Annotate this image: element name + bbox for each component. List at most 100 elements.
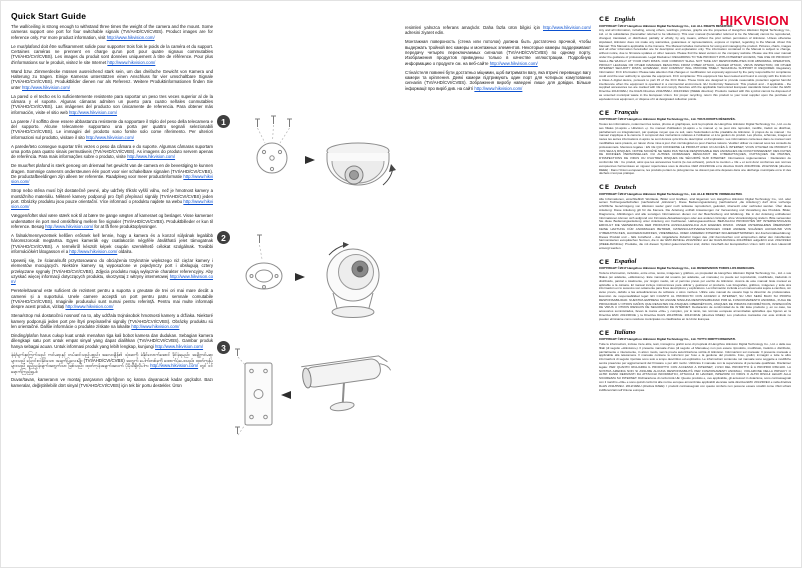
page-title: Quick Start Guide: [11, 11, 87, 21]
step-number-badge: 1: [217, 115, 230, 128]
notice-text: A falnak/mennyezetnek kellően erősnek ke…: [11, 232, 213, 254]
direction-arrow-icon: [295, 273, 305, 281]
direction-arrow-icon: [305, 156, 315, 164]
hikvision-link[interactable]: http://www.hikvision.com/: [69, 109, 118, 115]
notice-tr-continued: resimleri yalnızca referans amaçlıdır. D…: [405, 25, 591, 36]
notice-pt: A parede/teto consegue suportar três vez…: [11, 144, 213, 160]
hikvision-link[interactable]: http://www.hikvision.com/: [127, 154, 176, 160]
notice-text: The wall/ceiling is strong enough to wit…: [11, 24, 213, 40]
mount-plate-icon: [245, 262, 283, 290]
hikvision-link[interactable]: http://www.hikvision.com/: [11, 199, 213, 210]
notice-text: Stena/strop má dostatočnú nosnosť na to,…: [11, 313, 213, 329]
legal-section-header: CE Français: [599, 109, 791, 117]
notice-text: resimleri yalnızca referans amaçlıdır. D…: [405, 25, 543, 30]
rotate-arrow-icon: [389, 164, 396, 172]
notice-text: Wand bzw. Zimmerdecke müssen ausreichend…: [11, 68, 213, 90]
legal-section-header: CE Deutsch: [599, 183, 791, 191]
legal-body-text: Alle Informationen, einschließlich Wortl…: [599, 196, 791, 250]
legal-section-francais: CE Français COPYRIGHT ©2017 Hangzhou Hik…: [599, 109, 791, 177]
step-3-bullet-install: 3: [217, 339, 403, 457]
hikvision-link[interactable]: http://www.hikvision.com/: [131, 324, 180, 329]
notices-column: Quick Start Guide The wall/ceiling is st…: [11, 11, 213, 391]
notice-text: Dinding/plafon harus cukup kuat untuk me…: [11, 332, 213, 349]
turret-camera-install-diagram: [245, 234, 380, 318]
ce-mark-icon: CE: [599, 257, 611, 266]
copyright-line: COPYRIGHT ©2017 Hangzhou Hikvision Digit…: [599, 23, 734, 28]
notice-text: နံရံ/မျက်နှာကြက်သည် ကင်မရာနှင့် တပ်ဆင်သည…: [11, 352, 213, 369]
notice-cs: Strop nebo stěna musí být dostatečně pev…: [11, 188, 213, 210]
hikvision-link[interactable]: http://www.hikvision.com/: [106, 34, 155, 40]
hikvision-link[interactable]: http://www.hikvision.com/: [22, 84, 70, 90]
notice-en: The wall/ceiling is strong enough to wit…: [11, 24, 213, 40]
ce-mark-icon: CE: [599, 328, 611, 337]
notice-text: Strop nebo stěna musí být dostatečně pev…: [11, 188, 213, 204]
hikvision-link[interactable]: http://www.hikvision.com/: [11, 274, 213, 285]
notice-text: Стіна/стеля повинні бути достатньо міцни…: [405, 69, 591, 91]
notice-ro: Peretele/tavanul este suficient de rezis…: [11, 288, 213, 310]
legal-body-text: Toda la información, incluidos, entre ot…: [599, 271, 791, 321]
ce-mark-icon: CE: [599, 183, 611, 192]
step-2-turret-install: 2: [217, 229, 403, 329]
screw-icon: [257, 234, 262, 243]
hikvision-link[interactable]: http://www.hikvision.com/: [86, 134, 134, 140]
guide-line: [259, 244, 263, 260]
hikvision-link[interactable]: http://www.hikvision.com/: [155, 343, 204, 349]
wall-plate-icon: [244, 362, 273, 426]
turret-camera-icon: [326, 242, 380, 318]
legal-body-text: Tutte le informazioni, incluse tra le al…: [599, 342, 791, 392]
notice-text: A parede/teto consegue suportar três vez…: [11, 143, 213, 160]
notice-text-after: oldalra.: [117, 249, 133, 254]
ce-mark-icon: CE: [599, 15, 611, 23]
legal-section-header: CE English: [599, 15, 791, 23]
legal-body-text: Any and all information, including, amon…: [599, 28, 791, 101]
bullet-camera-install-diagram: [235, 348, 392, 436]
notice-fr: Le mur/plafond doit être suffisamment so…: [11, 44, 213, 66]
copyright-line: COPYRIGHT ©2017 Hangzhou Hikvision Digit…: [599, 117, 736, 122]
notice-text: Peretele/tavanul este suficient de rezis…: [11, 288, 213, 310]
hikvision-link[interactable]: http://www.hikvision.com/: [11, 174, 213, 185]
notice-id: Dinding/plafon harus cukup kuat untuk me…: [11, 333, 213, 349]
notice-da: Væggen/loftet skal være stærk nok til at…: [11, 213, 213, 229]
hikvision-link[interactable]: http://www.hikvision.com/: [45, 224, 94, 229]
notice-text: Монтажная поверхность (стена или потолок…: [405, 39, 591, 66]
notice-text-after: for at få flere produktoplysninger.: [93, 224, 157, 229]
notice-uk: Стіна/стеля повинні бути достатньо міцни…: [405, 70, 591, 92]
bullet-camera-icon: [301, 355, 392, 412]
hikvision-link[interactable]: http://www.hikvision.com/: [107, 59, 156, 65]
notice-hu: A falnak/mennyezetnek kellően erősnek ke…: [11, 233, 213, 255]
hikvision-link[interactable]: http://www.hikvision.com/: [150, 363, 199, 369]
notice-de: Wand bzw. Zimmerdecke müssen ausreichend…: [11, 69, 213, 91]
dome-camera-icon: [326, 142, 396, 186]
ce-mark-icon: CE: [599, 108, 611, 117]
legal-body-text: Toutes les informations, notamment les t…: [599, 122, 791, 176]
notice-text: Duvar/tavan, kameranın ve montaj parçası…: [11, 377, 213, 388]
step-number-badge: 2: [217, 231, 230, 244]
copyright-line: COPYRIGHT ©2017 Hangzhou Hikvision Digit…: [599, 191, 743, 196]
hikvision-link[interactable]: http://www.hikvision.com/: [474, 85, 523, 91]
notice-es: La pared o el techo es lo suficientement…: [11, 94, 213, 116]
legal-section-italiano: CE Italiano COPYRIGHT ©2017 Hangzhou Hik…: [599, 329, 791, 393]
notice-text-after: adresini ziyaret edin.: [405, 30, 445, 36]
legal-section-english: CE English COPYRIGHT ©2017 Hangzhou Hikv…: [599, 15, 791, 102]
notice-text: Le mur/plafond doit être suffisamment so…: [11, 43, 213, 65]
screws-icon: [255, 115, 292, 127]
legal-language-title: English: [614, 15, 636, 23]
legal-section-deutsch: CE Deutsch COPYRIGHT ©2017 Hangzhou Hikv…: [599, 183, 791, 251]
legal-language-title: Deutsch: [614, 183, 637, 191]
hikvision-link[interactable]: http://www.hikvision.com/: [69, 249, 118, 254]
installation-steps: 1: [217, 113, 403, 467]
notice-sk: Stena/strop má dostatočnú nosnosť na to,…: [11, 313, 213, 329]
notice-ru: Монтажная поверхность (стена или потолок…: [405, 39, 591, 66]
legal-section-espanol: CE Español COPYRIGHT ©2017 Hangzhou Hikv…: [599, 258, 791, 322]
hikvision-link[interactable]: http://www.hikvision.com/: [543, 25, 591, 30]
hikvision-logo: HIKVISION: [719, 13, 789, 28]
drill-template-icon: [256, 142, 288, 174]
hikvision-link[interactable]: http://www.hikvision.com/: [489, 60, 538, 66]
rotate-arrow-icon: [343, 242, 349, 248]
notice-text-after: တွင် ဝင်ရောက်ကြည့်ရှုပါ။: [11, 363, 213, 374]
direction-arrow-icon: [281, 391, 291, 399]
hikvision-link[interactable]: http://www.hikvision.com/: [65, 304, 114, 310]
notices-overflow-column: resimleri yalnızca referans amaçlıdır. D…: [405, 25, 591, 95]
guide-lines: [257, 124, 290, 144]
